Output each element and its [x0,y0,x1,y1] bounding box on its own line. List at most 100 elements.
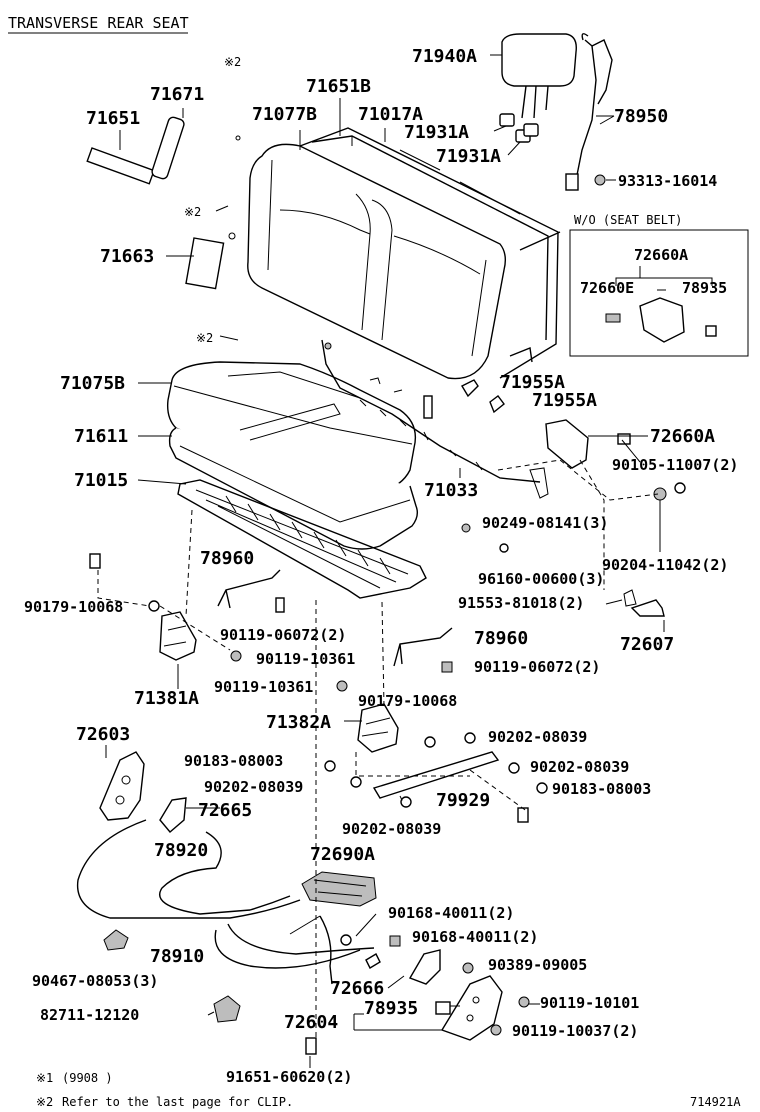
part-label: 90202-08039 [488,728,587,746]
seat-belt-drawing [565,33,615,191]
seat-back-drawing [247,143,507,380]
part-label: 71663 [100,246,154,267]
lever-72603-drawing [99,751,145,821]
part-label: 72665 [198,800,252,821]
lock-72660a-drawing [529,419,631,499]
cover-parts-drawing [86,116,225,290]
part-label: 90119-06072(2) [474,658,600,676]
part-label: 71931A [436,146,501,167]
part-label: 90168-40011(2) [412,928,538,946]
part-label: 90179-10068 [24,598,123,616]
footnote-mark: ※2 [36,1095,53,1109]
legs-drawing [159,611,399,753]
part-label: 91553-81018(2) [458,594,584,612]
part-label: 71077B [252,104,317,125]
plate-72604-drawing [435,962,530,1041]
part-label: 72607 [620,634,674,655]
dashed-guides [97,459,659,1040]
part-label: 96160-00600(3) [478,570,604,588]
part-label: 71017A [358,104,423,125]
part-label: 71940A [412,46,477,67]
leader-lines [105,54,665,1068]
inset-box-title: W/O (SEAT BELT) [574,213,682,227]
part-label: 90202-08039 [342,820,441,838]
clip-marks: ※2 ※2 ※2 [184,55,241,345]
clip-mark: ※2 [224,55,241,69]
part-label: 78910 [150,946,204,967]
part-labels: 71940A 78950 93313-16014 71651B 71077B 7… [24,46,738,1086]
part-label: 90202-08039 [204,778,303,796]
cables-drawing [76,819,375,985]
clip-mark: ※2 [184,205,201,219]
part-label: 90179-10068 [358,692,457,710]
part-label: 90119-10101 [540,994,639,1012]
part-label: 90119-10037(2) [512,1022,638,1040]
diagram-id: 714921A [690,1095,741,1109]
part-label: 90119-10361 [214,678,313,696]
part-label: 93313-16014 [618,172,717,190]
rod-79929-drawing [372,751,500,799]
part-72690a-drawing [301,871,377,907]
part-72666-drawing [340,934,441,985]
part-label: 71955A [500,372,565,393]
footnote-text: (9908 ) [62,1071,113,1085]
clips-drawing [103,929,317,1055]
part-label: 71075B [60,373,125,394]
footnotes: ※1 (9908 ) ※2 Refer to the last page for… [36,1071,293,1109]
part-label: 72666 [330,978,384,999]
guide-bolts-drawing [493,113,539,156]
part-label: 71033 [424,480,478,501]
part-label: 78920 [154,840,208,861]
seat-frame-drawing [177,479,427,599]
seat-cushion-drawing [166,361,419,550]
part-label: 90204-11042(2) [602,556,728,574]
part-label: 72603 [76,724,130,745]
inset-label-72660e: 72660E [580,279,634,297]
part-label: 90389-09005 [488,956,587,974]
bolts-71955a-drawing [369,377,505,414]
part-label: 79929 [436,790,490,811]
part-label: 90105-11007(2) [612,456,738,474]
footnote-mark: ※1 [36,1071,53,1085]
inset-label-72660a: 72660A [634,246,688,264]
footnote-text: Refer to the last page for CLIP. [62,1095,293,1109]
part-label: 78960 [474,628,528,649]
part-label: 71651B [306,76,371,97]
inset-box: W/O (SEAT BELT) 72660A 72660E 78935 [569,213,749,357]
part-label: 90183-08003 [552,780,651,798]
part-label: 71015 [74,470,128,491]
seat-wire-drawing [321,339,541,483]
part-label: 71381A [134,688,199,709]
part-label: 90183-08003 [184,752,283,770]
part-72665-drawing [159,797,187,833]
part-label: 91651-60620(2) [226,1068,352,1086]
part-label: 72604 [284,1012,338,1033]
seat-back-frame-drawing [299,127,561,379]
right-fasteners-drawing [623,482,686,617]
part-label: 71611 [74,426,128,447]
part-label: 71671 [150,84,204,105]
part-label: 90168-40011(2) [388,904,514,922]
part-label: 71382A [266,712,331,733]
part-label: 78935 [364,998,418,1019]
part-label: 71931A [404,122,469,143]
scattered-bolts-drawing [89,135,548,823]
part-label: 90467-08053(3) [32,972,158,990]
diagram-title: TRANSVERSE REAR SEAT [8,14,189,32]
part-label: 72660A [650,426,715,447]
headrest-drawing [501,33,577,119]
clip-mark: ※2 [196,331,213,345]
part-label: 82711-12120 [40,1006,139,1024]
part-label: 78950 [614,106,668,127]
part-label: 78960 [200,548,254,569]
inset-label-78935: 78935 [682,279,727,297]
part-label: 90202-08039 [530,758,629,776]
part-label: 90119-10361 [256,650,355,668]
brackets-78960-drawing [217,569,453,667]
part-label: 90249-08141(3) [482,514,608,532]
part-label: 90119-06072(2) [220,626,346,644]
part-label: 71651 [86,108,140,129]
part-label: 72690A [310,844,375,865]
part-label: 71955A [532,390,597,411]
